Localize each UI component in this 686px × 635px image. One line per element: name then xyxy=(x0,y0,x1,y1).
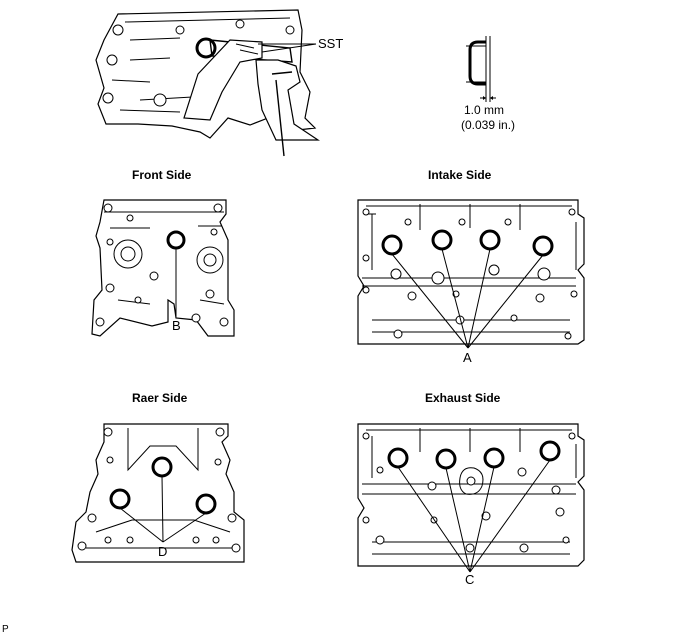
front-side-title: Front Side xyxy=(132,168,192,182)
front-side-view xyxy=(91,199,235,337)
exhaust-side-title: Exhaust Side xyxy=(425,391,501,405)
rear-side-title: Raer Side xyxy=(132,391,188,405)
rear-plug-3 xyxy=(195,493,217,515)
intake-side-view xyxy=(357,199,585,349)
sst-label: SST xyxy=(318,36,343,51)
intake-plug-4 xyxy=(532,235,554,257)
corner-code: P xyxy=(2,624,9,635)
callout-d: D xyxy=(158,544,167,559)
dimension-in-label: (0.039 in.) xyxy=(461,118,515,132)
rear-plug-1 xyxy=(151,456,173,478)
rear-plug-2 xyxy=(109,488,131,510)
exhaust-side-view xyxy=(357,423,585,573)
exhaust-plug-3 xyxy=(483,447,505,469)
callout-a: A xyxy=(463,350,472,365)
intake-side-title: Intake Side xyxy=(428,168,492,182)
callout-b: B xyxy=(172,318,181,333)
plug-depth-detail xyxy=(466,36,496,102)
exhaust-plug-4 xyxy=(539,440,561,462)
installation-illustration xyxy=(95,9,320,157)
exhaust-plug-2 xyxy=(435,448,457,470)
intake-plug-3 xyxy=(479,229,501,251)
exhaust-plug-1 xyxy=(387,447,409,469)
intake-plug-2 xyxy=(431,229,453,251)
intake-plug-1 xyxy=(381,234,403,256)
rear-side-view xyxy=(71,423,245,563)
front-plug xyxy=(166,230,186,250)
dimension-mm-label: 1.0 mm xyxy=(464,103,504,117)
callout-c: C xyxy=(465,572,474,587)
